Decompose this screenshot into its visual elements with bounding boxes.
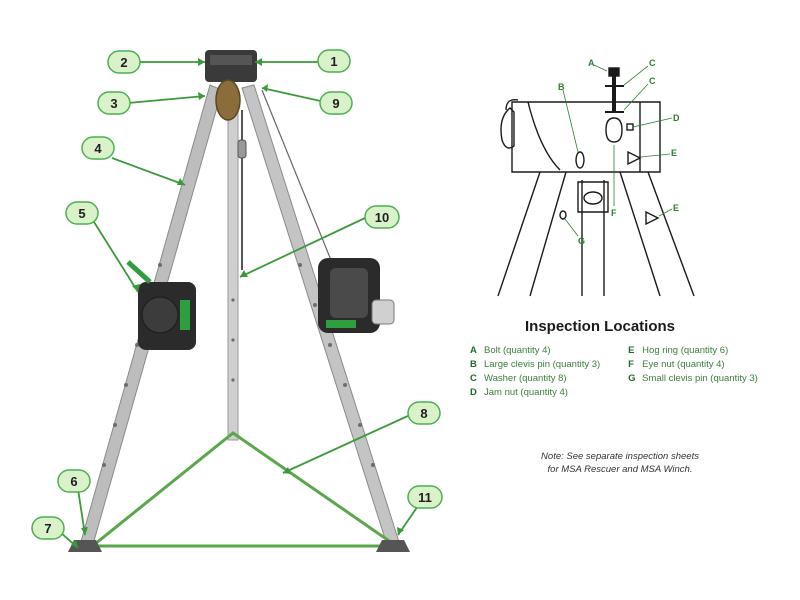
callout-badge-11 [407, 485, 443, 509]
letter-c-lower: C [649, 76, 656, 86]
inspection-letter-leaders [562, 64, 673, 237]
tripod-head [205, 50, 257, 82]
inspection-legend: Inspection Locations A Bolt (quantity 4) … [470, 318, 790, 399]
legend-text: Small clevis pin (quantity 3) [642, 373, 758, 384]
inspection-line-drawing [497, 67, 695, 297]
callout-badge-2 [107, 50, 141, 74]
foot-right [376, 540, 410, 552]
leg-restraint-strap [89, 431, 396, 550]
legend-key: B [470, 359, 477, 370]
note-line-1: Note: See separate inspection sheets [541, 451, 699, 462]
legend-item: C Washer (quantity 8) [470, 373, 600, 385]
callout-4: 4 [94, 141, 102, 156]
legend-key: F [628, 359, 634, 370]
callout-badge-7 [31, 516, 65, 540]
letter-e-lower: E [673, 203, 679, 213]
legend-item: A Bolt (quantity 4) [470, 345, 600, 357]
letter-e-upper: E [671, 148, 677, 158]
legend-column-left: A Bolt (quantity 4) B Large clevis pin (qu… [470, 345, 600, 399]
callout-badge-3 [97, 91, 131, 115]
callout-badge-10 [364, 205, 400, 229]
legend-key: D [470, 387, 477, 398]
legend-item: B Large clevis pin (quantity 3) [470, 359, 600, 371]
callout-5: 5 [78, 206, 85, 221]
legend-text: Jam nut (quantity 4) [484, 387, 568, 398]
leader-arrowheads [71, 58, 404, 548]
callout-10: 10 [375, 210, 389, 225]
inspection-note: Note: See separate inspection sheets for… [510, 450, 730, 476]
legend-title: Inspection Locations [524, 318, 675, 335]
tripod-leg-center [227, 99, 239, 441]
legend-text: Large clevis pin (quantity 3) [484, 359, 601, 370]
letter-a: A [588, 58, 595, 68]
callout-9: 9 [332, 96, 339, 111]
rescuer-device [318, 258, 395, 333]
inspection-letters: A C C B D E E F G [558, 58, 680, 246]
callout-badge-4 [81, 136, 115, 160]
legend-text: Washer (quantity 8) [484, 373, 567, 384]
letter-c-upper: C [649, 58, 656, 68]
callout-2: 2 [120, 55, 127, 70]
legend-key: C [470, 373, 477, 384]
legend-item: D Jam nut (quantity 4) [470, 387, 600, 399]
letter-d: D [673, 113, 680, 123]
callout-11: 11 [418, 490, 432, 505]
note-line-2: for MSA Rescuer and MSA Winch. [547, 464, 693, 475]
legend-item: G Small clevis pin (quantity 3) [628, 373, 758, 385]
leg-adjust-holes [102, 263, 375, 467]
callout-badge-5 [65, 201, 99, 225]
callout-badge-9 [319, 91, 353, 115]
snap-hook [237, 139, 247, 159]
tripod-illustration [68, 50, 410, 552]
legend-item: E Hog ring (quantity 6) [628, 345, 758, 357]
callout-1: 1 [330, 54, 337, 69]
callout-badges [31, 49, 443, 540]
callout-7: 7 [44, 521, 51, 536]
callout-3: 3 [110, 96, 117, 111]
callout-8: 8 [420, 406, 427, 421]
callout-numbers: 1 2 3 9 4 10 5 8 6 11 7 [44, 54, 431, 536]
legend-column-right: E Hog ring (quantity 6) F Eye nut (quantit… [628, 345, 758, 399]
legend-text: Bolt (quantity 4) [484, 345, 551, 356]
legend-text: Eye nut (quantity 4) [642, 359, 725, 370]
legend-key: A [470, 345, 477, 356]
callout-6: 6 [70, 474, 77, 489]
callout-badge-1 [317, 49, 351, 73]
letter-b: B [558, 82, 565, 92]
callout-badge-8 [407, 401, 441, 425]
legend-item: F Eye nut (quantity 4) [628, 359, 758, 371]
legend-key: G [628, 373, 636, 384]
winch-device [126, 260, 196, 350]
legend-key: E [628, 345, 635, 356]
letter-g: G [578, 236, 585, 246]
legend-text: Hog ring (quantity 6) [642, 345, 729, 356]
callout-badge-6 [57, 469, 91, 493]
head-pulley [215, 79, 241, 121]
letter-f: F [611, 208, 617, 218]
